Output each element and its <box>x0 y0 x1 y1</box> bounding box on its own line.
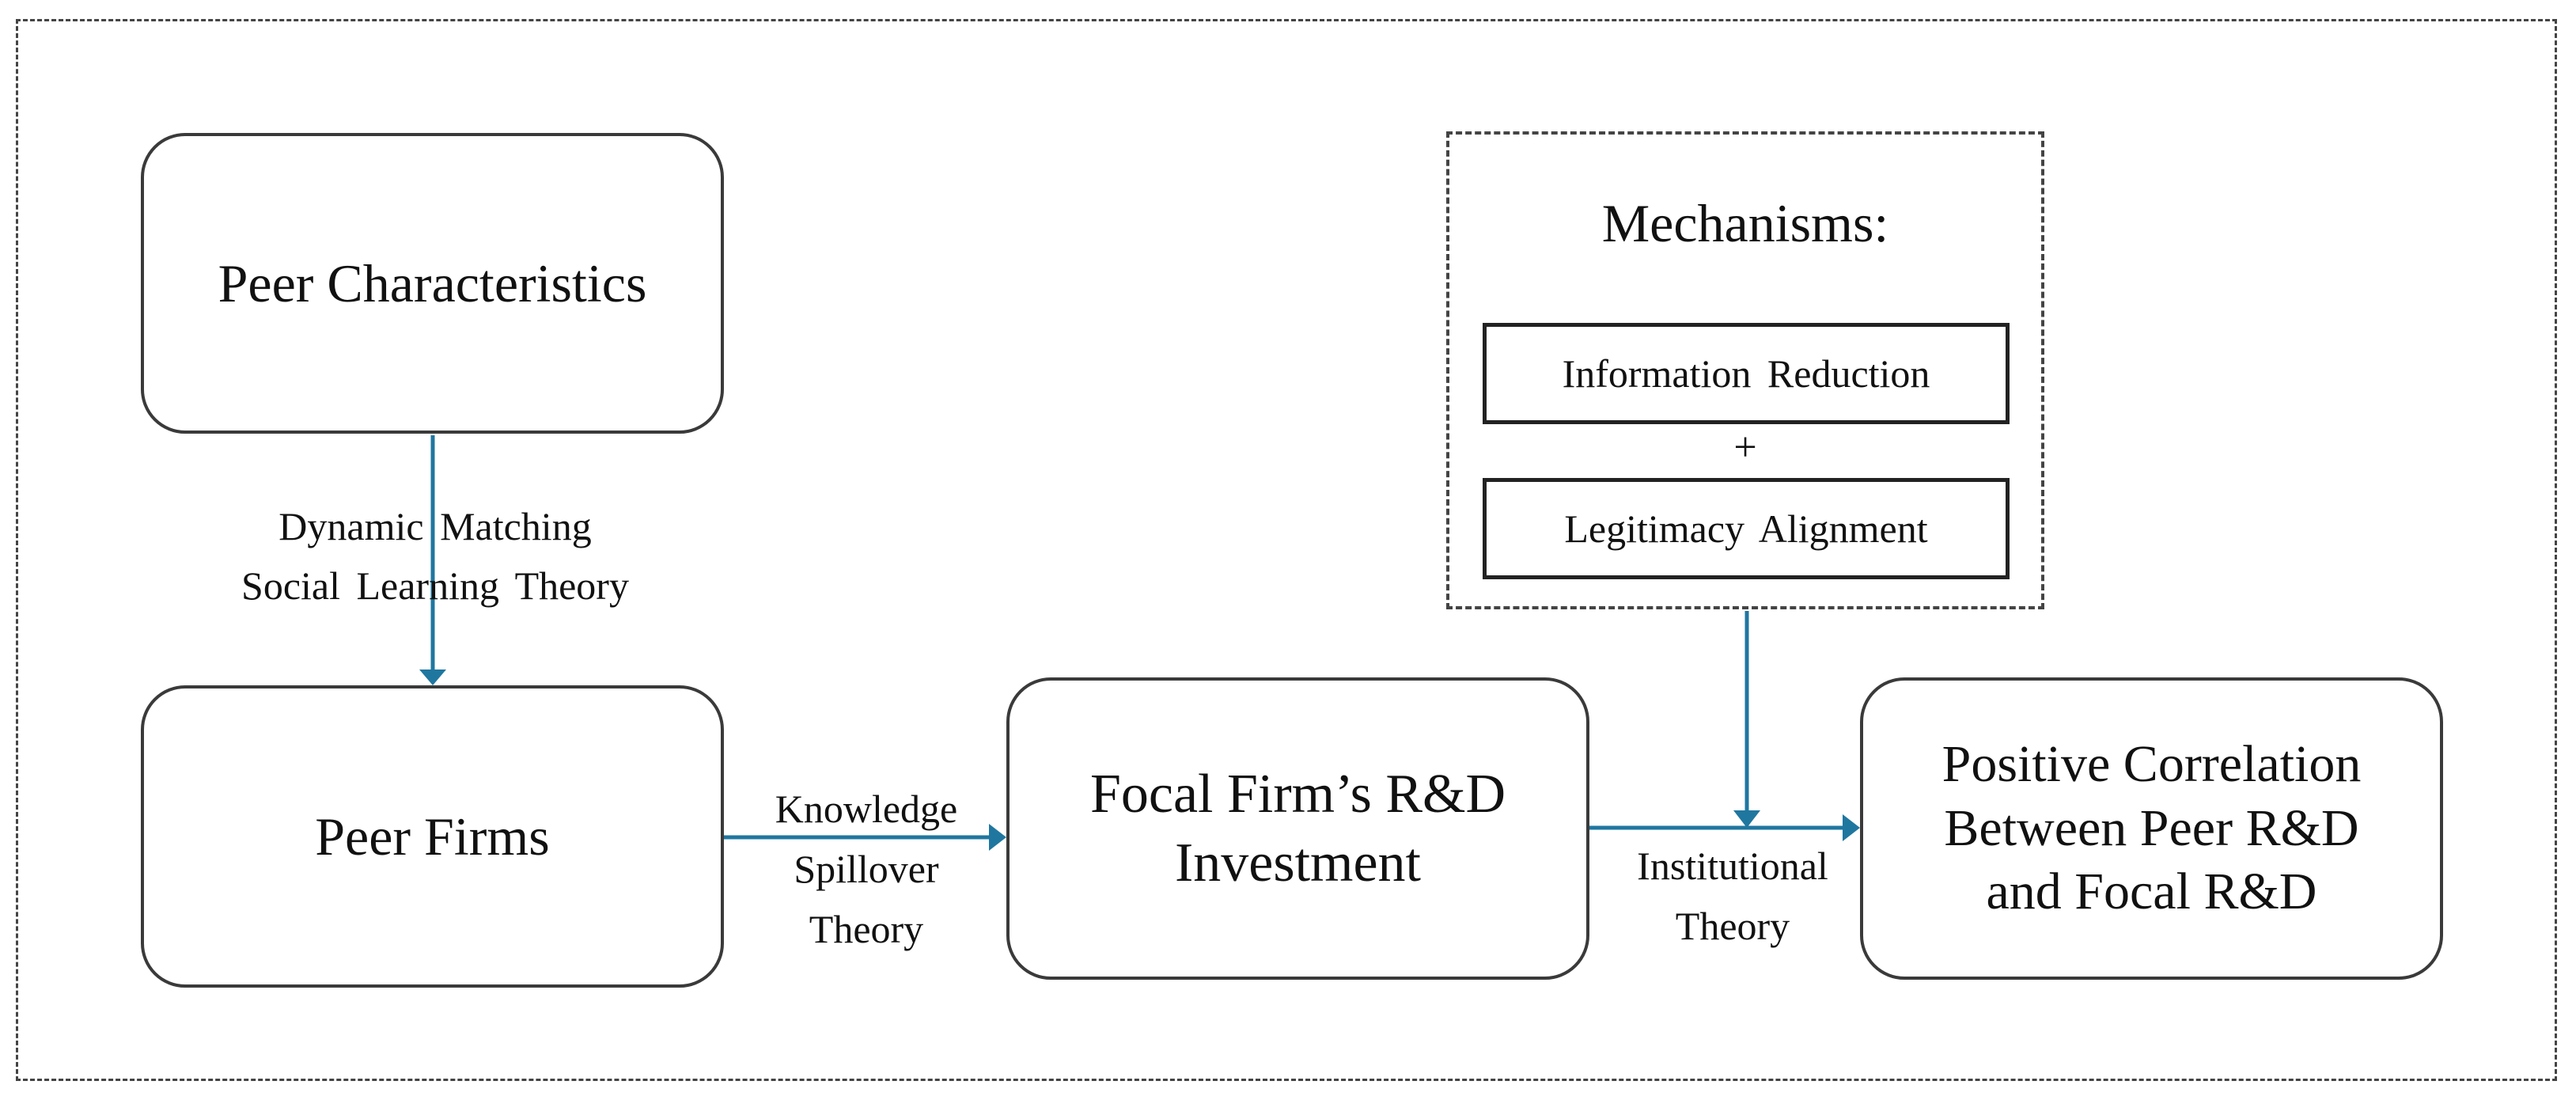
node-peer-firms-label: Peer Firms <box>315 806 550 867</box>
mechanism-legitimacy-alignment: Legitimacy Alignment <box>1483 478 2010 579</box>
mechanism-information-reduction: Information Reduction <box>1483 323 2010 424</box>
edge-label-focal-to-outcome: Institutional Theory <box>1637 844 1828 948</box>
edge-label-peers-to-focal: Knowledge Spillover Theory <box>775 787 958 951</box>
mechanisms-plus: + <box>1733 425 1757 470</box>
mechanisms-title: Mechanisms: <box>1601 193 1889 253</box>
node-focal-investment: Focal Firm’s R&D Investment <box>1006 677 1589 980</box>
node-outcome-label: Positive Correlation Between Peer R&D an… <box>1941 735 2362 921</box>
node-peer-characteristics: Peer Characteristics <box>141 133 724 434</box>
node-outcome: Positive Correlation Between Peer R&D an… <box>1860 677 2443 980</box>
mechanisms-group <box>1446 131 2044 609</box>
node-peer-characteristics-label: Peer Characteristics <box>218 252 647 313</box>
diagram-frame <box>16 19 2557 1081</box>
node-peer-firms: Peer Firms <box>141 685 724 988</box>
node-focal-investment-label: Focal Firm’s R&D Investment <box>1089 763 1506 894</box>
edge-label-characteristics-to-peers: Dynamic Matching Social Learning Theory <box>241 504 629 608</box>
